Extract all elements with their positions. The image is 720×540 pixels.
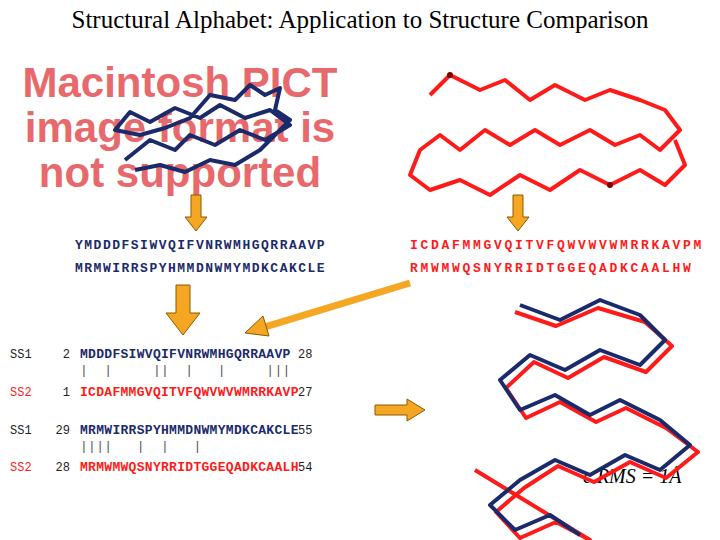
- position-number: 54: [298, 461, 312, 475]
- blue-superposed-structure: [490, 300, 690, 535]
- position-number: 28: [298, 348, 312, 362]
- rms-value: c.RMS = 1Å: [583, 465, 681, 488]
- slide-title: Structural Alphabet: Application to Stru…: [0, 6, 720, 34]
- row-label: SS2: [10, 461, 32, 475]
- position-number: 1: [40, 386, 70, 400]
- red-structure: [410, 75, 685, 195]
- blue-structure: [115, 85, 290, 172]
- aligned-sequence: MRMWIRRSPYHMMDNWMYMDKCAKCLE: [80, 423, 299, 438]
- sequence-line: RMWMWQSNYRRIDTGGEQADKCAALHW: [410, 261, 694, 276]
- aligned-sequence: MDDDFSIWVQIFVNRWMHGQRRAAVP: [80, 347, 291, 362]
- right-arrow: [375, 399, 425, 421]
- match-bars: |||| | | |: [80, 439, 202, 454]
- placeholder-watermark: Macintosh PICT image format is not suppo…: [0, 60, 360, 195]
- aligned-sequence: MRMWMWQSNYRRIDTGGEQADKCAALH: [80, 460, 299, 475]
- aligned-sequence: ICDAFMMGVQITVFQWVWVWMRRKAVP: [80, 385, 299, 400]
- position-number: 28: [40, 461, 70, 475]
- down-arrow: [507, 195, 529, 231]
- down-arrow: [166, 285, 200, 335]
- row-label: SS1: [10, 348, 32, 362]
- sequence-line: YMDDDFSIWVQIFVNRWMHGQRRAAVP: [75, 238, 326, 253]
- red-superposed-structure: [475, 308, 698, 540]
- structure-end: [447, 72, 453, 78]
- match-bars: | | || | | |||: [80, 363, 291, 378]
- row-label: SS1: [10, 424, 32, 438]
- sequence-line: MRMWIRRSPYHMMDNWMYMDKCAKCLE: [75, 261, 326, 276]
- diagonal-arrow-shaft: [266, 283, 410, 327]
- diagonal-arrow-head: [245, 316, 269, 336]
- sequence-line: ICDAFMMGVQITVFQWVWVWMRRKAVPM: [410, 238, 704, 253]
- position-number: 55: [298, 424, 312, 438]
- position-number: 27: [298, 386, 312, 400]
- position-number: 2: [40, 348, 70, 362]
- down-arrow: [185, 195, 207, 231]
- row-label: SS2: [10, 386, 32, 400]
- structure-end: [607, 182, 613, 188]
- position-number: 29: [40, 424, 70, 438]
